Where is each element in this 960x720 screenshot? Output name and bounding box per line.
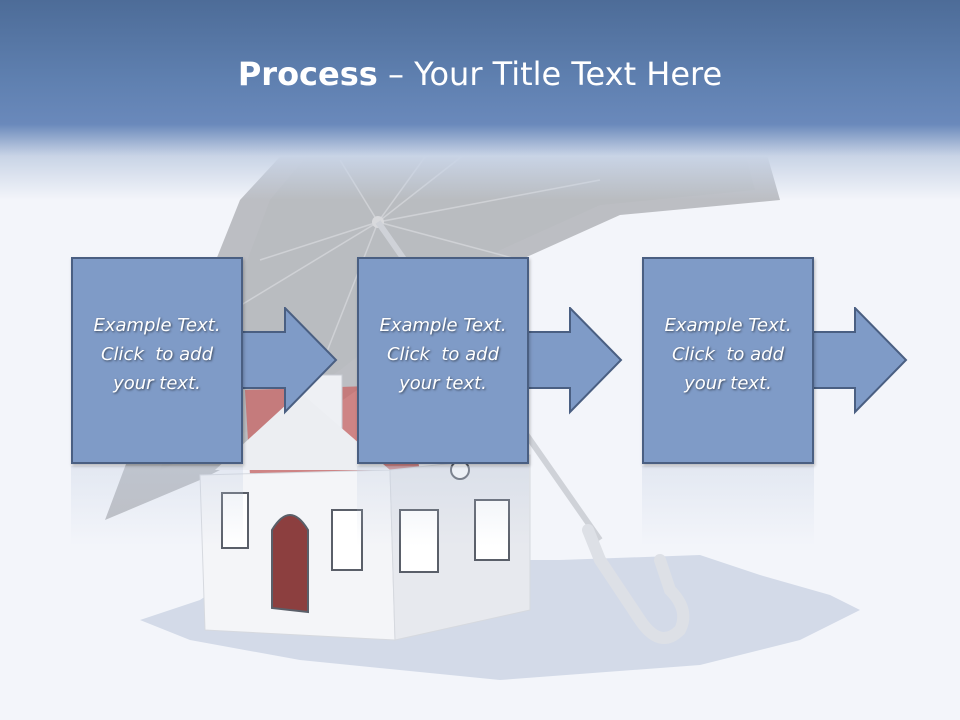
process-step-line: your text.: [684, 373, 772, 394]
arrow-right-icon: [810, 307, 908, 415]
box-reflection: [642, 466, 814, 546]
process-step-line: Click to add: [100, 344, 213, 365]
box-reflection: [71, 466, 243, 546]
process-step-line: Click to add: [386, 344, 499, 365]
process-step-text[interactable]: Example Text. Click to add your text.: [73, 311, 241, 398]
process-step-line: your text.: [113, 373, 201, 394]
process-step-box[interactable]: Example Text. Click to add your text.: [357, 257, 529, 464]
arrow-right-icon: [525, 307, 623, 415]
process-step-line: Example Text.: [664, 315, 792, 336]
slide-title[interactable]: Process – Your Title Text Here: [0, 52, 960, 96]
slide-title-rest: – Your Title Text Here: [377, 55, 723, 93]
process-step-text[interactable]: Example Text. Click to add your text.: [359, 311, 527, 398]
process-step-text[interactable]: Example Text. Click to add your text.: [644, 311, 812, 398]
process-step-line: Click to add: [671, 344, 784, 365]
arrow-right-icon: [240, 307, 338, 415]
header-band: [0, 0, 960, 200]
process-step-box[interactable]: Example Text. Click to add your text.: [71, 257, 243, 464]
process-step-line: Example Text.: [379, 315, 507, 336]
process-step-line: Example Text.: [93, 315, 221, 336]
process-step-box[interactable]: Example Text. Click to add your text.: [642, 257, 814, 464]
slide-title-bold: Process: [237, 55, 378, 93]
box-reflection: [357, 466, 529, 546]
process-step-line: your text.: [399, 373, 487, 394]
